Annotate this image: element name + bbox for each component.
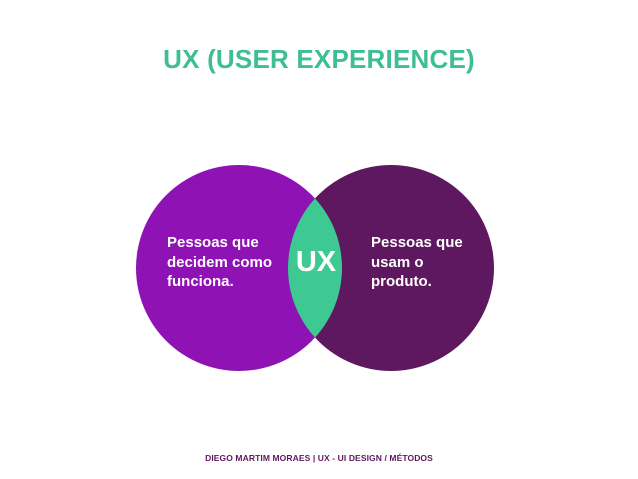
- page-title: UX (USER EXPERIENCE): [163, 44, 475, 74]
- footer-credit: DIEGO MARTIM MORAES | UX - UI DESIGN / M…: [205, 453, 433, 463]
- right-circle-text: Pessoas que usam o produto.: [371, 234, 463, 290]
- right-circle: [288, 165, 494, 371]
- left-circle-text: Pessoas que decidem como funciona.: [167, 234, 273, 290]
- intersection-label: UX: [295, 246, 337, 278]
- left-circle: [136, 165, 342, 371]
